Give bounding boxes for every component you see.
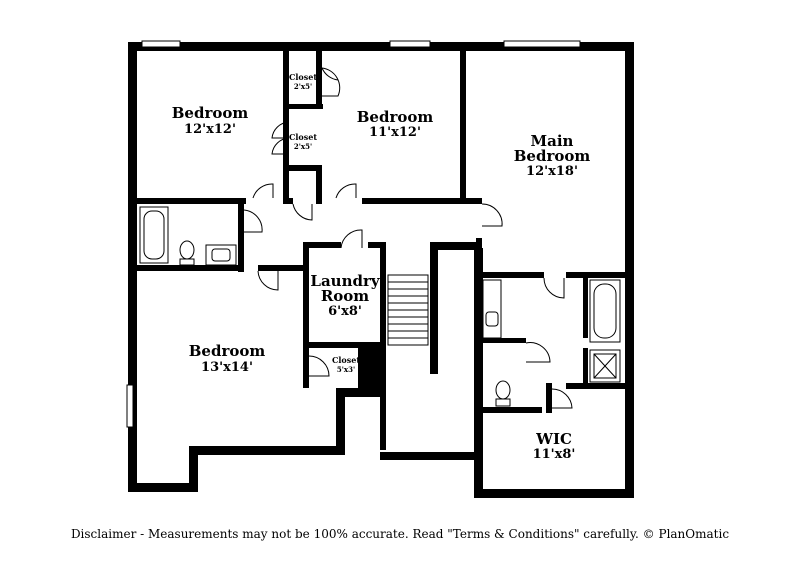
- room-wic: WIC 11'x8': [533, 430, 576, 462]
- closet-name: Closet: [332, 355, 360, 365]
- room-dims: 6'x8': [328, 304, 362, 319]
- windows: [126, 40, 581, 428]
- room-main-bedroom: Main Bedroom 12'x18': [514, 132, 591, 179]
- room-name: Bedroom: [189, 342, 266, 360]
- room-dims: 12'x18': [526, 164, 578, 179]
- closet-dims: 2'x5': [294, 142, 312, 151]
- closet-mid: Closet 2'x5': [289, 132, 317, 151]
- room-dims: 11'x12': [369, 125, 421, 140]
- room-bedroom-sw: Bedroom 13'x14': [189, 342, 266, 375]
- disclaimer-text: Disclaimer - Measurements may not be 100…: [70, 527, 730, 541]
- room-name-line2: Bedroom: [514, 147, 591, 165]
- room-name: Bedroom: [172, 104, 249, 122]
- room-name: WIC: [535, 430, 572, 448]
- room-dims: 13'x14': [201, 360, 253, 375]
- room-dims: 11'x8': [533, 447, 576, 462]
- room-name: Bedroom: [357, 108, 434, 126]
- room-bedroom-nw: Bedroom 12'x12': [172, 104, 249, 137]
- closet-name: Closet: [289, 72, 317, 82]
- staircase: [387, 274, 429, 346]
- doors: [243, 67, 573, 409]
- closet-laundry: Closet 5'x3': [332, 355, 360, 374]
- closet-name: Closet: [289, 132, 317, 142]
- closet-top: Closet 2'x5': [289, 72, 317, 91]
- closet-dims: 2'x5': [294, 82, 312, 91]
- closet-dims: 5'x3': [337, 365, 355, 374]
- room-name-line1: Main: [531, 132, 574, 150]
- interior-walls: [134, 48, 628, 460]
- room-laundry: Laundry Room 6'x8': [310, 272, 380, 319]
- room-name-line1: Laundry: [310, 272, 380, 290]
- fixtures: [139, 206, 621, 407]
- room-dims: 12'x12': [184, 122, 236, 137]
- room-bedroom-n: Bedroom 11'x12': [357, 108, 434, 140]
- room-name-line2: Room: [321, 287, 369, 305]
